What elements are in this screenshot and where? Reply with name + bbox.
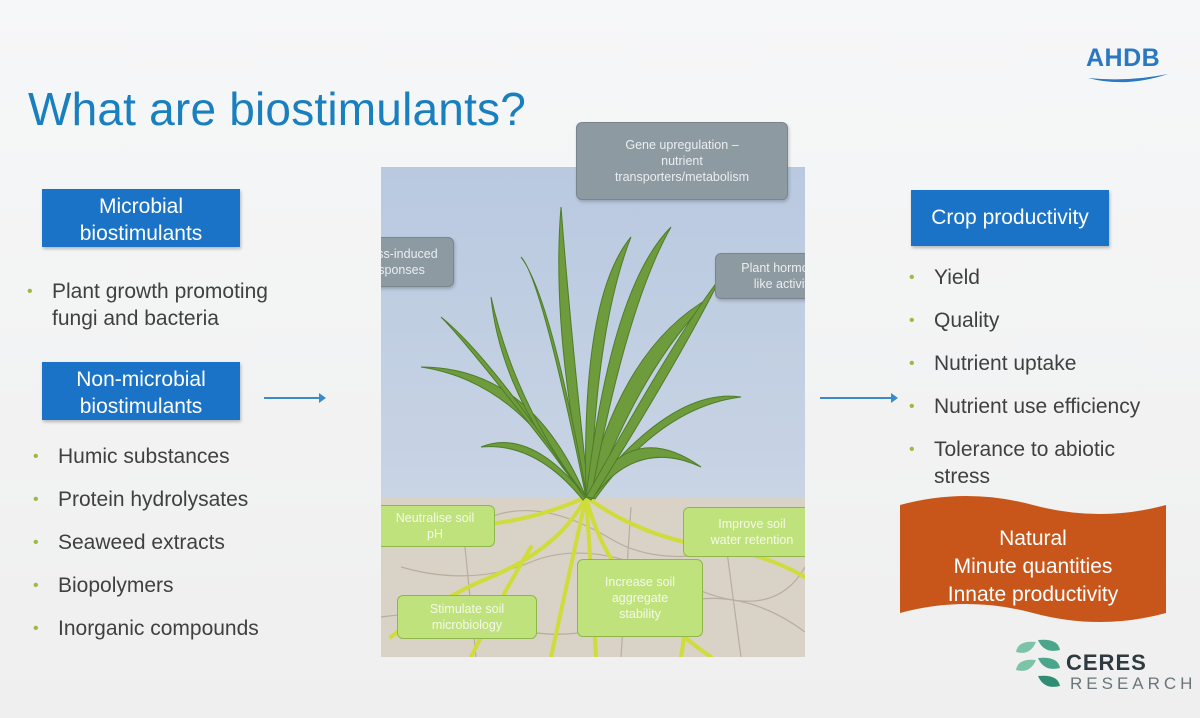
- list-item: •Inorganic compounds: [33, 617, 259, 640]
- microbial-heading-line2: biostimulants: [79, 222, 203, 245]
- plant-diagram: Stress-induced responses Plant hormone- …: [381, 167, 805, 657]
- crop-productivity-heading: Crop productivity: [911, 190, 1109, 246]
- ceres-leaf-icon: [1016, 639, 1060, 687]
- bullet-icon: •: [33, 620, 39, 637]
- microbial-list: •Plant growth promoting fungi and bacter…: [22, 278, 342, 332]
- callout-line-productivity: Innate productivity: [947, 583, 1119, 606]
- ahdb-logo-text: AHDB: [1086, 44, 1161, 72]
- bullet-icon: •: [909, 355, 915, 372]
- list-item: •Humic substances: [33, 445, 230, 468]
- list-item: •Plant growth promoting: [27, 280, 268, 303]
- non-microbial-heading-line2: biostimulants: [79, 395, 203, 418]
- bullet-icon: •: [909, 441, 915, 458]
- list-item: •Biopolymers: [33, 574, 174, 597]
- left-arrow-icon: [264, 393, 326, 403]
- ahdb-swoosh-icon: [1088, 74, 1168, 83]
- ahdb-logo: AHDB: [1086, 44, 1170, 88]
- right-arrow-icon: [820, 393, 898, 403]
- bullet-icon: •: [909, 269, 915, 286]
- aggregate-stability-label: Increase soil aggregate stability: [577, 559, 703, 637]
- gene-upregulation-label: Gene upregulation – nutrient transporter…: [576, 122, 788, 200]
- stress-induced-label: Stress-induced responses: [381, 237, 454, 287]
- hormone-activity-label: Plant hormone- like activity: [715, 253, 805, 299]
- page-title: What are biostimulants?: [28, 83, 527, 135]
- list-item: fungi and bacteria: [52, 307, 219, 330]
- microbial-heading: Microbial biostimulants: [42, 189, 240, 247]
- ceres-word: CERES: [1066, 650, 1147, 675]
- ceres-research-logo: CERES RESEARCH: [1014, 636, 1194, 696]
- bullet-icon: •: [33, 534, 39, 551]
- callout-line-natural: Natural: [999, 527, 1067, 550]
- wave-banner-icon: [900, 496, 1166, 622]
- water-retention-label: Improve soil water retention: [683, 507, 805, 557]
- bullet-icon: •: [33, 448, 39, 465]
- non-microbial-heading: Non-microbial biostimulants: [42, 362, 240, 420]
- bullet-icon: •: [27, 283, 33, 300]
- list-item: •Seaweed extracts: [33, 531, 225, 554]
- non-microbial-heading-line1: Non-microbial: [76, 368, 206, 391]
- list-item: •Yield: [909, 266, 980, 289]
- bullet-icon: •: [33, 491, 39, 508]
- microbial-heading-line1: Microbial: [98, 195, 184, 218]
- bullet-icon: •: [909, 312, 915, 329]
- soil-microbiology-label: Stimulate soil microbiology: [397, 595, 537, 639]
- bullet-icon: •: [909, 398, 915, 415]
- neutralise-ph-label: Neutralise soil pH: [381, 505, 495, 547]
- list-item: stress: [934, 465, 991, 488]
- list-item: •Quality: [909, 309, 1000, 332]
- list-item: •Nutrient uptake: [909, 352, 1077, 375]
- crop-productivity-list: •Yield •Quality •Nutrient uptake •Nutrie…: [904, 264, 1194, 490]
- list-item: •Protein hydrolysates: [33, 488, 249, 511]
- ceres-subword: RESEARCH: [1070, 674, 1197, 693]
- list-item: •Nutrient use efficiency: [909, 395, 1141, 418]
- bullet-icon: •: [33, 577, 39, 594]
- non-microbial-list: •Humic substances •Protein hydrolysates …: [28, 443, 348, 642]
- list-item: •Tolerance to abiotic: [909, 438, 1115, 461]
- callout-line-quantities: Minute quantities: [953, 555, 1113, 578]
- natural-callout: Natural Minute quantities Innate product…: [900, 495, 1166, 625]
